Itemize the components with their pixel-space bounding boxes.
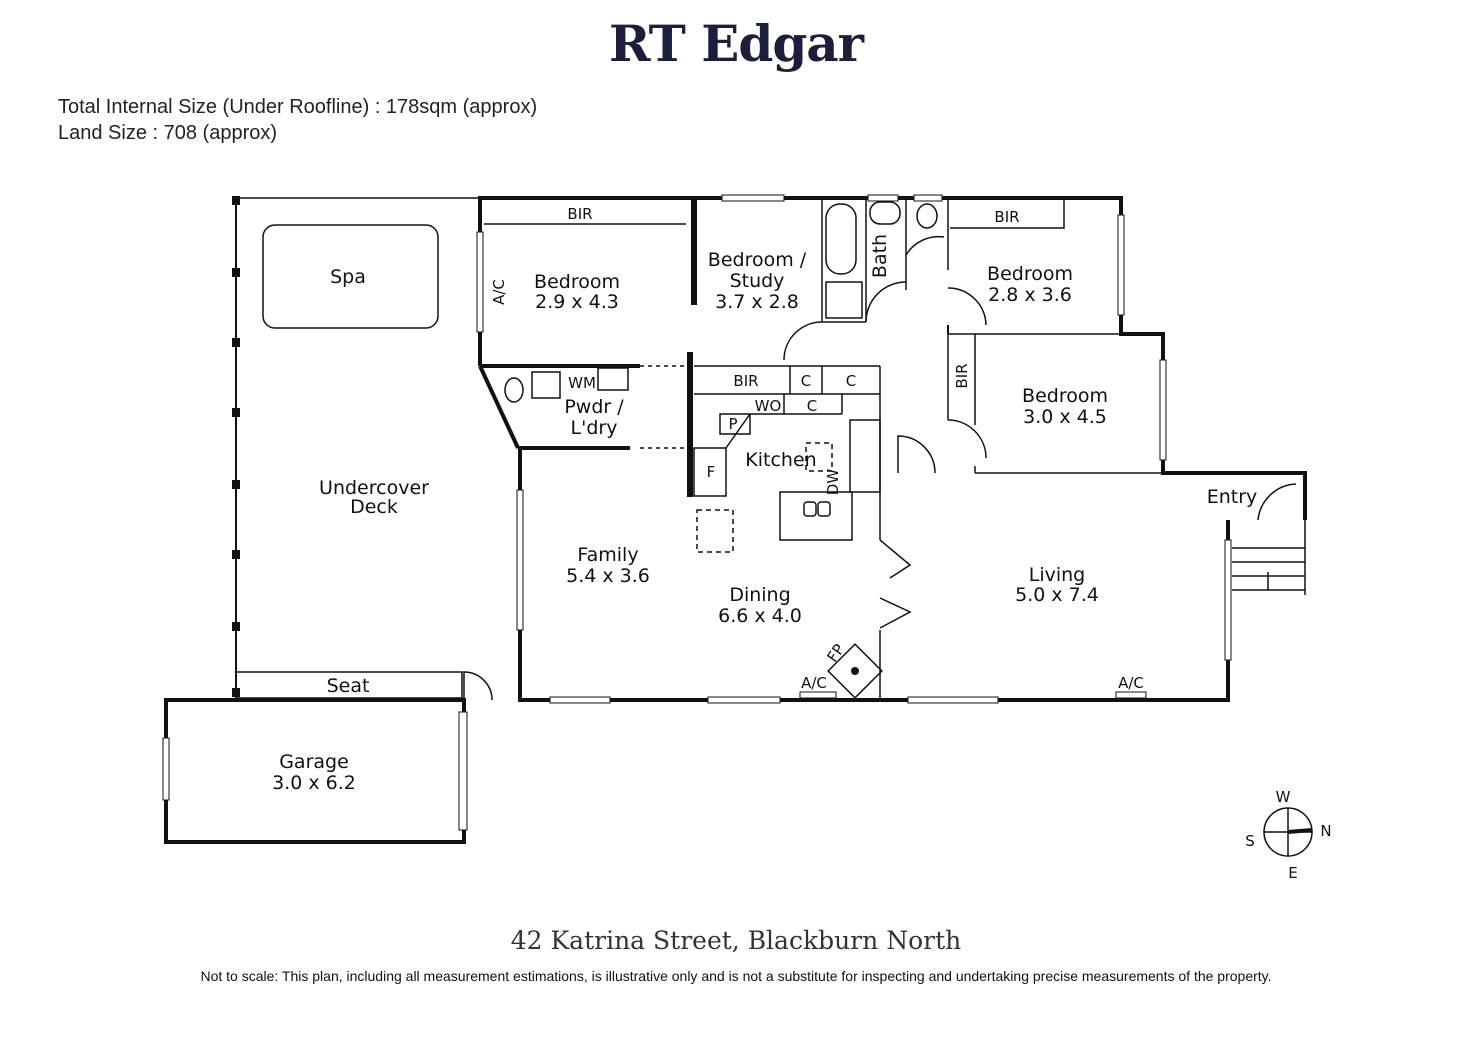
fridge-label: F [707, 463, 716, 481]
compass: W S N E [1245, 788, 1331, 882]
spa-label: Spa [330, 266, 366, 288]
pantry-label: P [728, 415, 737, 433]
property-address: 42 Katrina Street, Blackburn North [510, 926, 962, 955]
ac-label-3: A/C [1118, 674, 1144, 692]
study-label-1: Bedroom / [708, 249, 807, 271]
living-label: Living [1029, 564, 1086, 586]
bath-label: Bath [869, 234, 891, 278]
dw-label: DW [824, 469, 842, 496]
cupboard-label-3: C [807, 397, 817, 415]
family-label: Family [577, 544, 638, 566]
deck-label-2: Deck [350, 496, 398, 518]
compass-w: W [1276, 788, 1291, 806]
ldry-label: L'dry [571, 417, 618, 439]
wm-label: WM [568, 374, 596, 392]
pwdr-label: Pwdr / [564, 396, 624, 418]
study-label-2: Study [730, 270, 785, 292]
bedroom3-size: 3.0 x 4.5 [1023, 406, 1107, 428]
doors [463, 235, 1306, 701]
bir-label-2: BIR [994, 208, 1019, 226]
compass-n: N [1320, 822, 1331, 840]
bedroom3-label: Bedroom [1022, 385, 1108, 407]
garage-area [162, 698, 468, 844]
bedroom1-label: Bedroom [534, 271, 620, 293]
windows [476, 194, 1232, 704]
internal-size: Total Internal Size (Under Roofline) : 1… [58, 96, 538, 118]
bir-label-1: BIR [567, 205, 592, 223]
room-labels: Spa Undercover Deck Seat Garage 3.0 x 6.… [272, 200, 1257, 794]
study-size: 3.7 x 2.8 [715, 291, 799, 313]
bedroom1-size: 2.9 x 4.3 [535, 291, 619, 313]
compass-s: S [1245, 832, 1255, 850]
seat-label: Seat [327, 675, 370, 697]
wo-label: WO [755, 397, 782, 415]
bedroom2-size: 2.8 x 3.6 [988, 284, 1072, 306]
ac-label-1: A/C [490, 279, 508, 305]
deck-label-1: Undercover [319, 477, 429, 499]
disclaimer: Not to scale: This plan, including all m… [200, 968, 1272, 984]
ac-label-2: A/C [801, 674, 827, 692]
cupboard-label-2: C [846, 372, 856, 390]
dining-label: Dining [729, 584, 790, 606]
family-size: 5.4 x 3.6 [566, 565, 650, 587]
compass-e: E [1288, 864, 1297, 882]
land-size: Land Size : 708 (approx) [58, 122, 278, 144]
cupboard-label-1: C [801, 372, 811, 390]
bir-label-3: BIR [953, 363, 971, 388]
spa-outline [262, 224, 439, 329]
bir-label-4: BIR [733, 372, 758, 390]
garage-size: 3.0 x 6.2 [272, 772, 356, 794]
kitchen-label: Kitchen [745, 449, 816, 471]
garage-label: Garage [279, 751, 349, 773]
bedroom2-label: Bedroom [987, 263, 1073, 285]
fp-label: FP [823, 641, 848, 666]
living-size: 5.0 x 7.4 [1015, 584, 1099, 606]
dining-size: 6.6 x 4.0 [718, 605, 802, 627]
entry-label: Entry [1207, 486, 1258, 508]
brand-logo: RT Edgar [608, 14, 864, 73]
